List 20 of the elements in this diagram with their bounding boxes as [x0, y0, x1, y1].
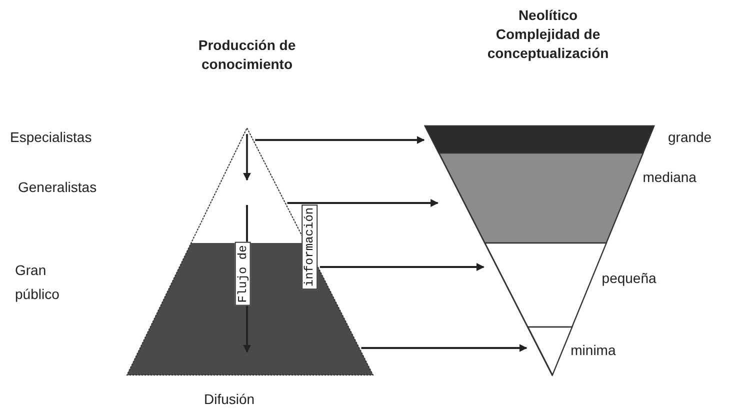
- pyramid: [127, 128, 373, 375]
- arrow: [320, 263, 484, 271]
- side-label: Gran público: [15, 261, 60, 304]
- band-label: pequeña: [602, 269, 656, 287]
- side-label: Especialistas: [10, 128, 92, 146]
- arrow: [361, 344, 528, 352]
- band-label: grande: [668, 128, 712, 146]
- side-label: Difusión: [204, 390, 255, 408]
- vertical-label: Flujo de: [234, 242, 251, 306]
- arrow: [287, 199, 439, 207]
- band-label: mediana: [642, 168, 696, 186]
- side-label: Generalistas: [18, 178, 97, 196]
- heading: Neolítico Complejidad de conceptualización: [486, 6, 610, 63]
- band-label: minima: [570, 341, 616, 359]
- pyramid-band: [438, 153, 643, 243]
- heading: Producción de conocimiento: [197, 36, 297, 74]
- pyramid-band: [425, 126, 654, 153]
- arrow: [255, 136, 425, 144]
- vertical-label: información: [302, 204, 318, 290]
- pyramid-band: [528, 327, 572, 375]
